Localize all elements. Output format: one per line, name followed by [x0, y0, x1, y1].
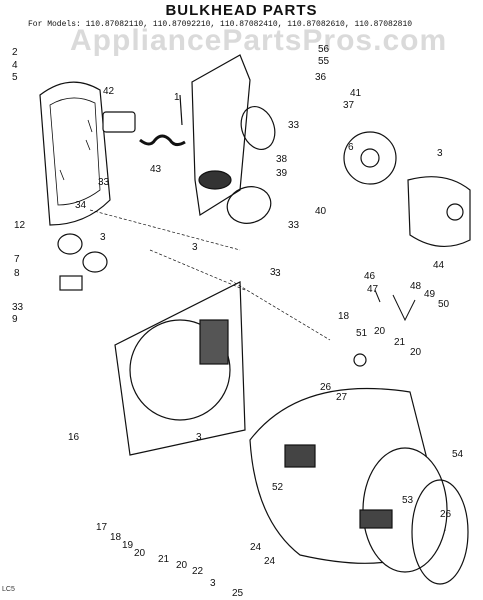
callout-label: 36	[315, 72, 327, 83]
callout-label: 33	[288, 220, 300, 231]
callout-label: 42	[103, 86, 115, 97]
callout-label: 33	[98, 177, 110, 188]
callout-label: 48	[410, 281, 422, 292]
front-panel-part	[39, 81, 111, 226]
blower-fan-part	[343, 131, 397, 185]
sensor-part	[102, 111, 136, 133]
callout-label: 3	[210, 578, 216, 589]
callout-label: 8	[14, 268, 20, 279]
callout-label: 17	[96, 522, 108, 533]
callout-label: 22	[192, 566, 204, 577]
callout-label: 21	[158, 554, 170, 565]
callout-label: 16	[68, 432, 80, 443]
callout-label: 20	[134, 548, 146, 559]
callout-label: 44	[433, 260, 445, 271]
callout-label: 34	[75, 200, 87, 211]
footer-code: LC5	[2, 586, 15, 593]
callout-label: 20	[374, 326, 386, 337]
callout-label: 5	[12, 72, 18, 83]
callout-label: 33	[12, 302, 24, 313]
callout-label: 3	[275, 268, 281, 279]
callout-label: 43	[150, 164, 162, 175]
callout-label: 37	[343, 100, 355, 111]
callout-label: 9	[12, 314, 18, 325]
callout-label: 54	[452, 449, 464, 460]
callout-label: 50	[438, 299, 450, 310]
callout-label: 3	[437, 148, 443, 159]
callout-label: 33	[288, 120, 300, 131]
callout-label: 7	[14, 254, 20, 265]
callout-label: 2	[12, 47, 18, 58]
callout-label: 26	[320, 382, 332, 393]
callout-label: 39	[276, 168, 288, 179]
callout-label: 3	[100, 232, 106, 243]
models-line: For Models: 110.87082110, 110.87092210, …	[28, 20, 413, 29]
callout-label: 19	[122, 540, 134, 551]
callout-label: 25	[232, 588, 244, 599]
callout-label: 12	[14, 220, 26, 231]
blower-housing-part	[407, 176, 471, 248]
callout-label: 4	[12, 60, 18, 71]
callout-label: 26	[440, 509, 452, 520]
callout-label: 3	[196, 432, 202, 443]
callout-label: 3	[192, 242, 198, 253]
callout-label: 49	[424, 289, 436, 300]
front-bulkhead-panel-part	[114, 281, 246, 456]
seal-ring-part	[240, 106, 276, 150]
callout-label: 24	[250, 542, 262, 553]
callout-label: 41	[350, 88, 362, 99]
callout-label: 1	[174, 92, 180, 103]
callout-label: 24	[264, 556, 276, 567]
callout-label: 53	[402, 495, 414, 506]
callout-label: 27	[336, 392, 348, 403]
drum-seal-part	[411, 479, 469, 585]
bulkhead-housing-part	[191, 54, 251, 216]
callout-label: 40	[315, 206, 327, 217]
callout-label: 38	[276, 154, 288, 165]
felt-seal-part	[226, 186, 272, 224]
callout-label: 20	[410, 347, 422, 358]
callout-label: 46	[364, 271, 376, 282]
callout-label: 18	[110, 532, 122, 543]
callout-label: 56	[318, 44, 330, 55]
callout-label: 18	[338, 311, 350, 322]
watermark: AppliancePartsPros.com	[70, 24, 448, 57]
callout-label: 20	[176, 560, 188, 571]
callout-label: 47	[367, 284, 379, 295]
callout-label: 3	[270, 267, 276, 278]
callout-label: 6	[348, 142, 354, 153]
callout-label: 51	[356, 328, 368, 339]
callout-label: 21	[394, 337, 406, 348]
callout-label: 55	[318, 56, 330, 67]
diagram-title: BULKHEAD PARTS	[165, 2, 318, 19]
callout-label: 52	[272, 482, 284, 493]
